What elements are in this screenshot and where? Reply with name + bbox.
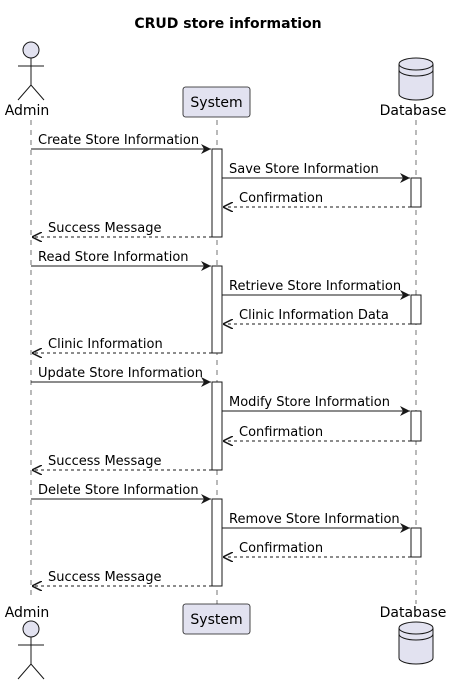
activation-system-4	[211, 498, 223, 587]
participant-label-database: Database	[380, 103, 447, 119]
activation-database-1	[410, 177, 422, 208]
message-label: Remove Store Information	[229, 512, 400, 527]
message-label: Success Message	[48, 454, 161, 469]
message-label: Read Store Information	[38, 250, 189, 265]
message-label: Clinic Information	[48, 337, 163, 352]
message-label: Success Message	[48, 221, 161, 236]
participant-label-database-bottom: Database	[380, 605, 447, 621]
activation-database-3	[410, 410, 422, 442]
actor-icon	[17, 41, 45, 101]
participant-label-admin-bottom: Admin	[5, 605, 50, 621]
participant-database-bottom: Database	[380, 605, 447, 665]
participant-admin-top: Admin	[5, 41, 50, 119]
activation-database-4	[410, 527, 422, 558]
message-label: Confirmation	[239, 191, 323, 206]
participant-label-admin: Admin	[5, 103, 50, 119]
message-label: Confirmation	[239, 541, 323, 556]
participant-admin-bottom: Admin	[5, 605, 50, 680]
participant-box-system	[182, 86, 251, 118]
message-label: Create Store Information	[38, 133, 199, 148]
message-label: Modify Store Information	[229, 395, 390, 410]
message-label: Confirmation	[239, 425, 323, 440]
diagram-title: CRUD store information	[134, 16, 321, 32]
message-label: Success Message	[48, 570, 161, 585]
message-label: Clinic Information Data	[239, 308, 389, 323]
participant-label-system: System	[190, 95, 242, 111]
database-icon	[398, 57, 434, 101]
message-label: Delete Store Information	[38, 483, 199, 498]
message-label: Update Store Information	[38, 366, 203, 381]
participant-label-system-bottom: System	[190, 612, 242, 628]
participant-database-top: Database	[380, 57, 447, 119]
actor-icon	[17, 620, 45, 680]
participant-box-system-bottom	[182, 603, 251, 635]
lifelines	[30, 120, 417, 604]
activation-system-1	[211, 148, 223, 238]
activation-system-3	[211, 381, 223, 471]
activation-database-2	[410, 294, 422, 325]
participant-system-top: System	[182, 86, 251, 118]
message-label: Save Store Information	[229, 162, 379, 177]
database-icon	[398, 621, 434, 665]
activation-system-2	[211, 265, 223, 354]
participant-system-bottom: System	[182, 603, 251, 635]
message-label: Retrieve Store Information	[229, 279, 401, 294]
activations	[211, 148, 422, 587]
